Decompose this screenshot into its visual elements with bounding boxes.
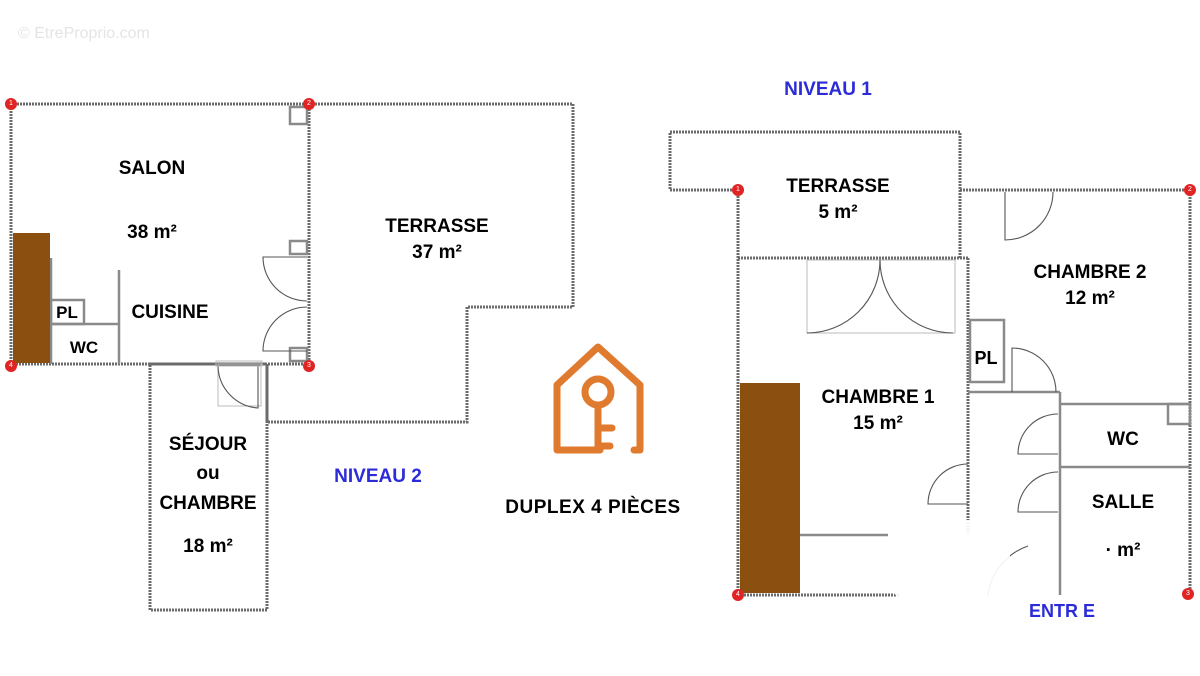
entrance-label: ENTR E [1028,601,1096,621]
watermark: © EtreProprio.com [18,25,150,42]
room-chambre-2: CHAMBRE 2 12 m² [1033,262,1147,309]
terrasse-1-walls [668,130,962,258]
closet-niveau-1 [740,383,800,593]
corner-pin: 4 [5,360,17,372]
room-wc-1: WC [1107,429,1139,450]
level-label-niveau-2: NIVEAU 2 [334,466,422,487]
room-terrasse-37: TERRASSE 37 m² [385,216,489,263]
room-wc: WC [69,338,99,357]
sejour-walls [148,362,269,612]
listing-title: DUPLEX 4 PIÈCES [505,497,681,518]
corner-pin: 4 [732,589,744,601]
corner-pin: 3 [303,360,315,372]
corner-pin: 2 [303,98,315,110]
room-salon: SALON 38 m² [118,158,186,243]
level-label-niveau-1: NIVEAU 1 [784,79,872,100]
room-pl: PL [56,303,78,322]
corner-pin: 1 [5,98,17,110]
room-pl-1: PL [974,348,998,368]
closet-niveau-2 [13,233,50,363]
corner-pin: 2 [1184,184,1196,196]
erased-area [890,520,1010,600]
room-salle: SALLE · m² [1091,492,1155,561]
corner-pin: 1 [732,184,744,196]
room-chambre-1: CHAMBRE 1 15 m² [821,387,935,434]
room-sejour: SÉJOUR ou CHAMBRE 18 m² [159,434,257,558]
erased-area [1075,525,1165,595]
house-key-icon [553,343,644,454]
corner-pin: 3 [1182,588,1194,600]
room-terrasse-5: TERRASSE 5 m² [786,176,890,223]
room-cuisine: CUISINE [131,302,209,323]
